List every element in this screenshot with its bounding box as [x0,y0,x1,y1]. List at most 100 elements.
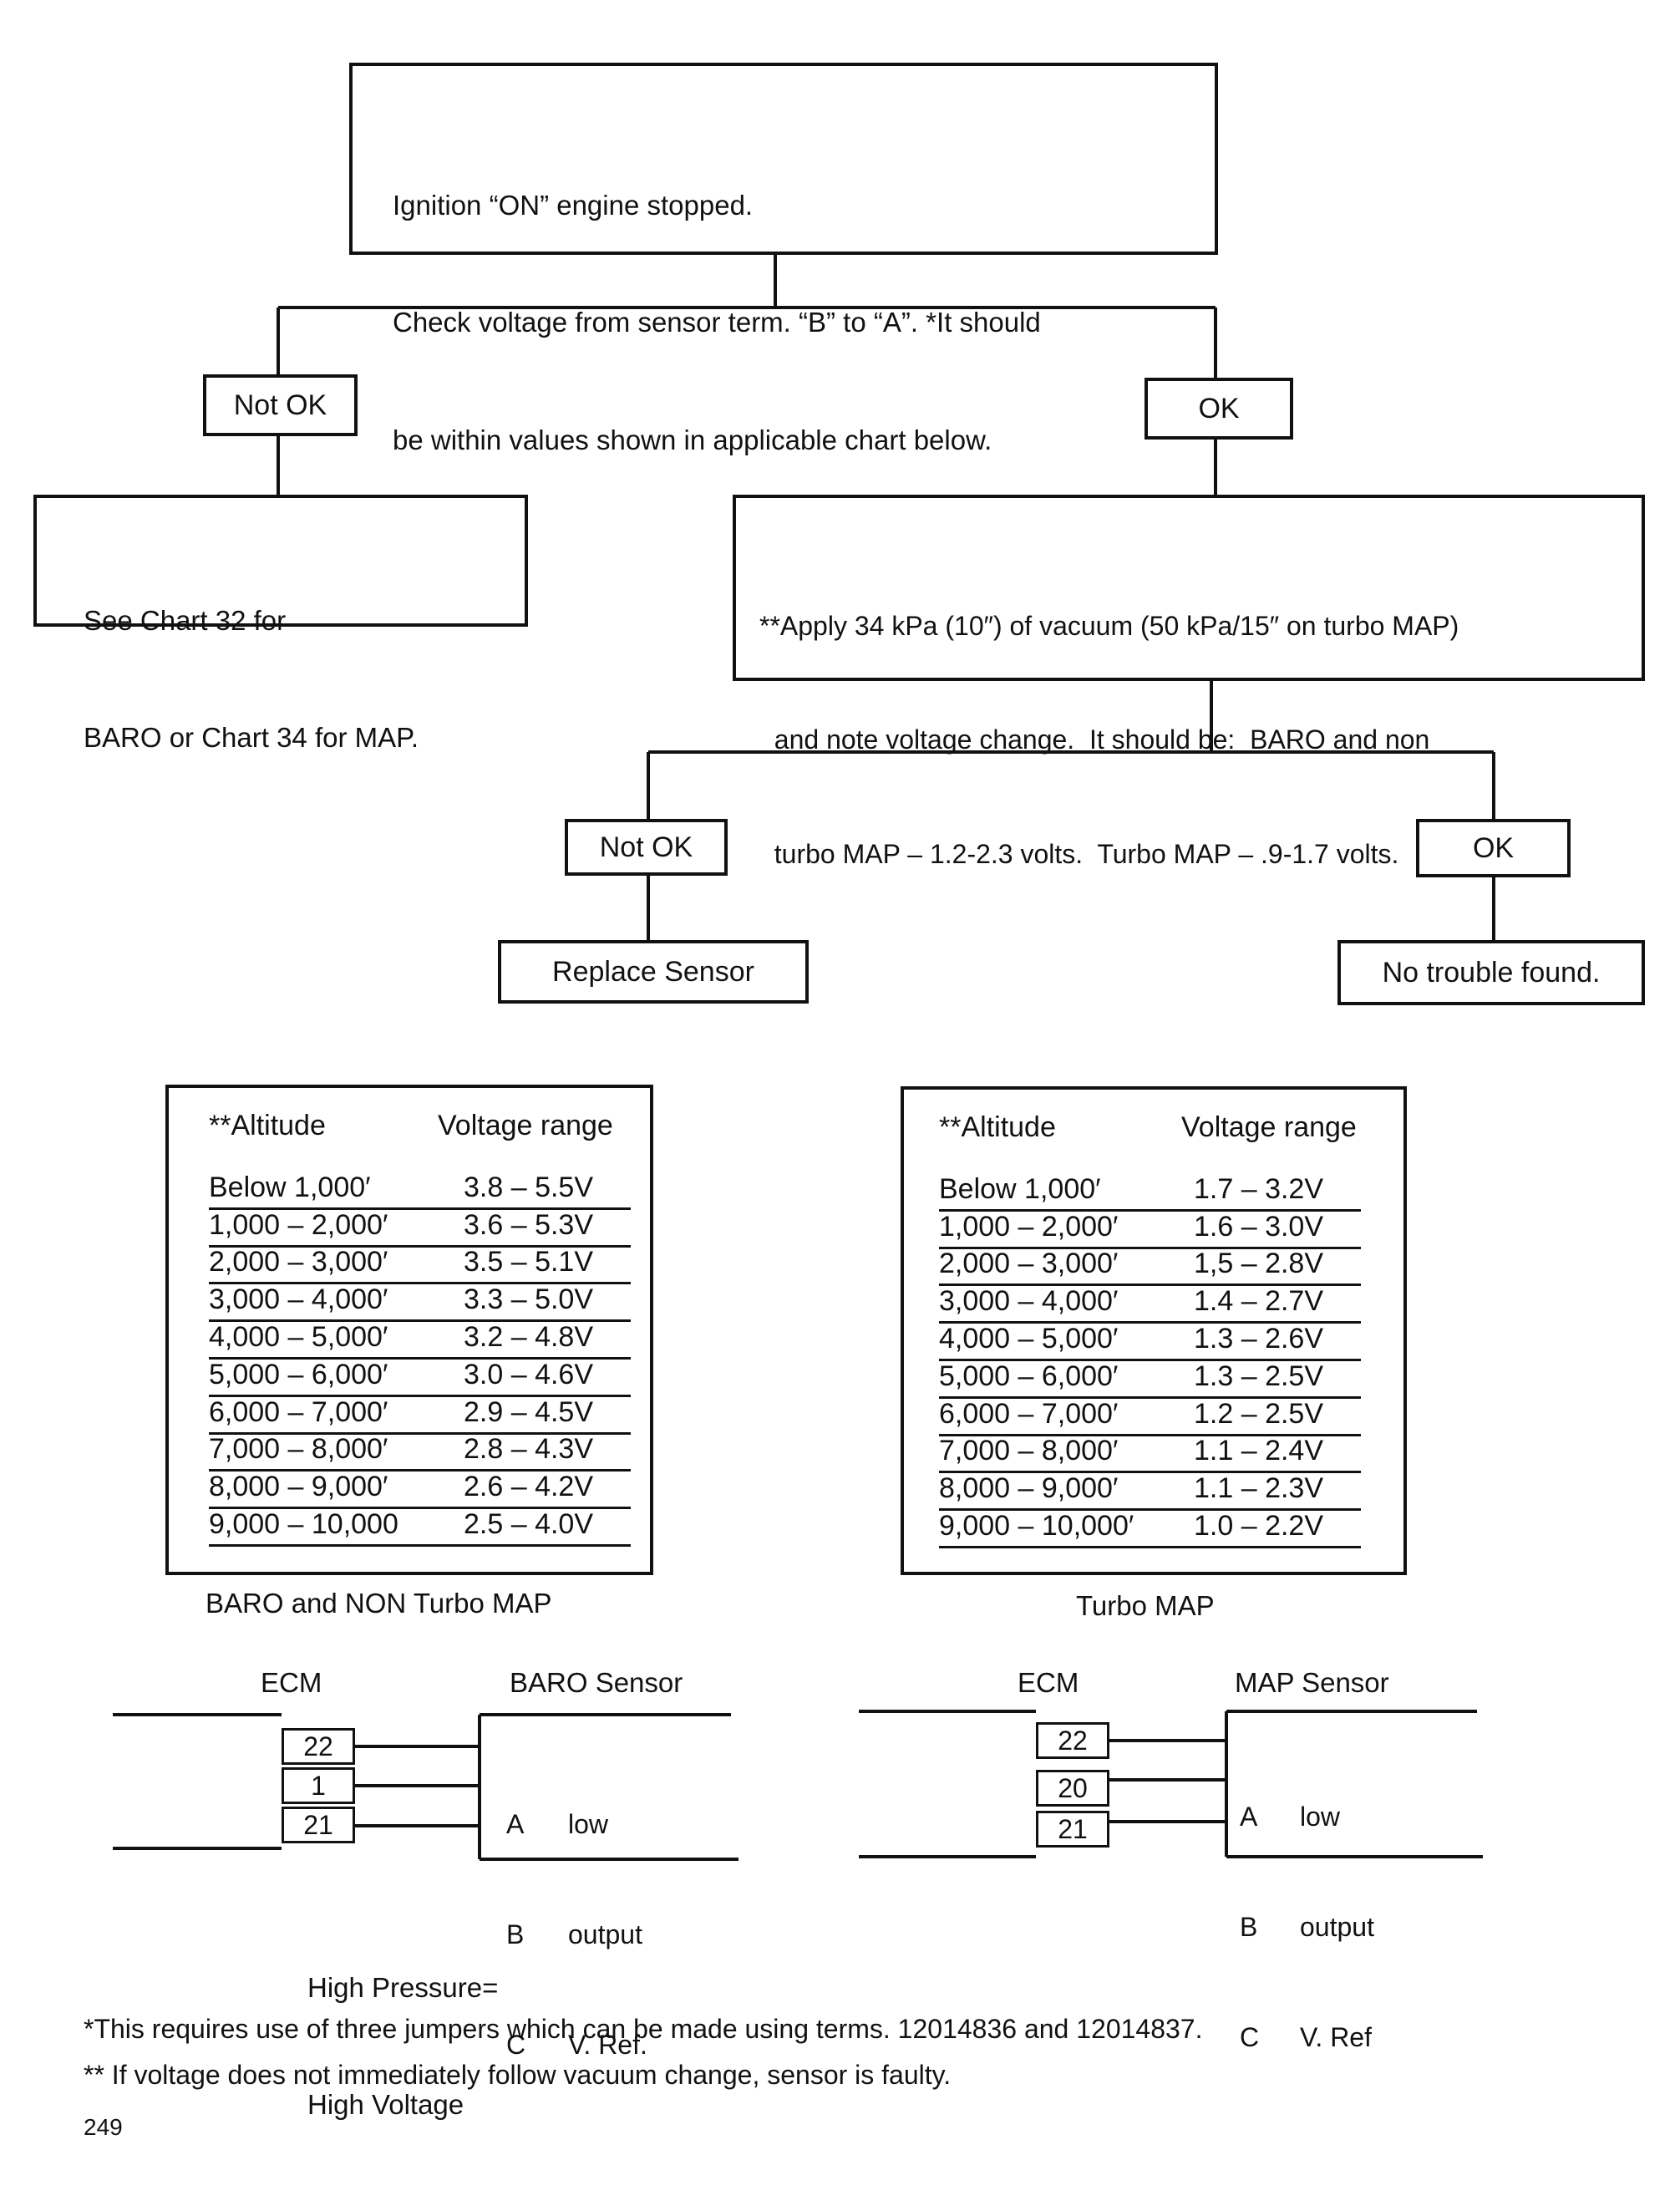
table-row: 3,000 – 4,000′3.3 – 5.0V [209,1282,631,1323]
baro-ecm-label: ECM [261,1667,322,1698]
table-row: 1,000 – 2,000′1.6 – 3.0V [939,1209,1361,1249]
high-pressure-note: High Pressure= High Voltage [307,1890,498,2164]
voltage-cell: 1.3 – 2.5V [1194,1360,1324,1392]
see-chart-box: See Chart 32 for BARO or Chart 34 for MA… [33,495,528,753]
voltage-cell: 1,5 – 2.8V [1194,1248,1324,1280]
branch1-not-ok-box: Not OK [203,374,358,436]
table-row: 9,000 – 10,000 2.5 – 4.0V [209,1507,631,1547]
altitude-cell: 4,000 – 5,000′ [209,1320,388,1353]
baro-sensor-label: BARO Sensor [510,1667,683,1698]
start-line-2: Check voltage from sensor term. “B” to “… [393,307,1041,338]
baro-functions: low output V. Ref. [568,1732,647,2100]
baro-function-vref: V. Ref. [568,2030,647,2060]
map-ecm-label: ECM [1018,1667,1079,1698]
table-row: 2,000 – 3,000′ 1,5 – 2.8V [939,1247,1361,1287]
map-function-vref: V. Ref [1300,2022,1372,2052]
table-row: 4,000 – 5,000′ 3.2 – 4.8V [209,1319,631,1360]
footnote-jumpers: *This requires use of three jumpers whic… [84,2014,1203,2044]
branch2-ok-box: OK [1416,819,1571,877]
table-row: 8,000 – 9,000′ 2.6 – 4.2V [209,1469,631,1510]
altitude-cell: 9,000 – 10,000 [209,1507,398,1540]
altitude-cell: 9,000 – 10,000′ [939,1509,1134,1542]
map-terminals: A B C [1240,1725,1259,2092]
wiring-lines [113,1710,1483,1861]
turbo-header-altitude: **Altitude [939,1111,1056,1143]
altitude-cell: 8,000 – 9,000′ [209,1471,388,1503]
voltage-cell: 1.1 – 2.3V [1194,1472,1324,1505]
voltage-cell: 2.6 – 4.2V [464,1471,594,1503]
table-row: 5,000 – 6,000′ 3.0 – 4.6V [209,1357,631,1397]
altitude-cell: 1,000 – 2,000′ [939,1210,1119,1243]
table-row: 7,000 – 8,000′ 2.8 – 4.3V [209,1432,631,1472]
table-row: 8,000 – 9,000′ 1.1 – 2.3V [939,1471,1361,1512]
baro-header-voltage: Voltage range [438,1110,613,1141]
table-row: 9,000 – 10,000′ 1.0 – 2.2V [939,1508,1361,1548]
voltage-cell: 1.4 – 2.7V [1194,1285,1324,1318]
baro-terminal-c: C [506,2030,526,2060]
vacuum-line-1: **Apply 34 kPa (10″) of vacuum (50 kPa/1… [759,610,1459,641]
page-number: 249 [84,2114,123,2140]
vacuum-test-box: **Apply 34 kPa (10″) of vacuum (50 kPa/1… [733,495,1645,869]
voltage-cell: 1.7 – 3.2V [1194,1172,1324,1205]
voltage-cell: 3.2 – 4.8V [464,1320,594,1353]
map-function-low: low [1300,1802,1341,1832]
map-pin-1: 22 [1036,1722,1109,1759]
branch2-ok-label: OK [1472,831,1515,864]
baro-pin-1: 22 [282,1728,355,1765]
voltage-cell: 3.6 – 5.3V [464,1208,594,1241]
voltage-cell: 3.5 – 5.1V [464,1246,594,1278]
voltage-cell: 2.5 – 4.0V [464,1507,594,1540]
altitude-cell: 6,000 – 7,000′ [209,1395,388,1428]
replace-sensor-label: Replace Sensor [552,955,754,988]
table-row: Below 1,000′ 1.7 – 3.2V [939,1172,1361,1212]
voltage-cell: 1.3 – 2.6V [1194,1322,1324,1355]
no-trouble-label: No trouble found. [1382,956,1601,989]
baro-terminal-a: A [506,1809,525,1839]
voltage-cell: 1.1 – 2.4V [1194,1435,1324,1467]
branch1-not-ok-label: Not OK [233,389,327,421]
map-terminal-b: B [1240,1912,1258,1942]
branch2-not-ok-label: Not OK [599,831,693,863]
voltage-cell: 2.8 – 4.3V [464,1433,594,1466]
start-line-1: Ignition “ON” engine stopped. [393,189,754,221]
start-box: Ignition “ON” engine stopped. Check volt… [349,63,1218,455]
altitude-cell: 5,000 – 6,000′ [939,1360,1119,1392]
altitude-cell: 2,000 – 3,000′ [209,1246,388,1278]
altitude-cell: 2,000 – 3,000′ [939,1248,1119,1280]
table-row: 6,000 – 7,000′1.2 – 2.5V [939,1396,1361,1436]
turbo-table-caption: Turbo MAP [1076,1590,1215,1621]
replace-sensor-box: Replace Sensor [498,940,809,1004]
baro-table-caption: BARO and NON Turbo MAP [206,1588,552,1619]
voltage-cell: 1.0 – 2.2V [1194,1509,1324,1542]
table-row: Below 1,000′3.8 – 5.5V [209,1170,631,1210]
table-row: 6,000 – 7,000′ 2.9 – 4.5V [209,1395,631,1435]
baro-pin-2: 1 [282,1767,355,1804]
voltage-cell: 3.3 – 5.0V [464,1283,594,1316]
voltage-cell: 3.0 – 4.6V [464,1358,594,1390]
baro-terminal-b: B [506,1919,525,1949]
altitude-cell: 6,000 – 7,000′ [939,1397,1119,1430]
turbo-header-voltage: Voltage range [1181,1111,1357,1143]
altitude-cell: Below 1,000′ [939,1172,1101,1205]
voltage-cell: 2.9 – 4.5V [464,1395,594,1428]
turbo-voltage-table: **Altitude Voltage range Below 1,000′ 1.7… [901,1086,1407,1575]
vacuum-line-3: turbo MAP – 1.2-2.3 volts. Turbo MAP – .… [759,838,1399,869]
map-pin-2: 20 [1036,1770,1109,1807]
map-functions: low output V. Ref [1300,1725,1374,2092]
baro-function-output: output [568,1919,642,1949]
altitude-cell: 4,000 – 5,000′ [939,1322,1119,1355]
high-pressure-line-1: High Pressure= [307,1971,499,2003]
map-function-output: output [1300,1912,1374,1942]
table-row: 5,000 – 6,000′ 1.3 – 2.5V [939,1359,1361,1399]
baro-pin-3: 21 [282,1807,355,1843]
high-pressure-line-2: High Voltage [307,2089,464,2121]
see-chart-line-1: See Chart 32 for [84,604,287,636]
see-chart-line-2: BARO or Chart 34 for MAP. [84,722,419,754]
altitude-cell: 7,000 – 8,000′ [209,1433,388,1466]
footnote-faulty: ** If voltage does not immediately follo… [84,2060,952,2090]
altitude-cell: 5,000 – 6,000′ [209,1358,388,1390]
table-row: 1,000 – 2,000′3.6 – 5.3V [209,1207,631,1248]
table-row: 2,000 – 3,000′ 3.5 – 5.1V [209,1245,631,1285]
altitude-cell: 8,000 – 9,000′ [939,1472,1119,1505]
